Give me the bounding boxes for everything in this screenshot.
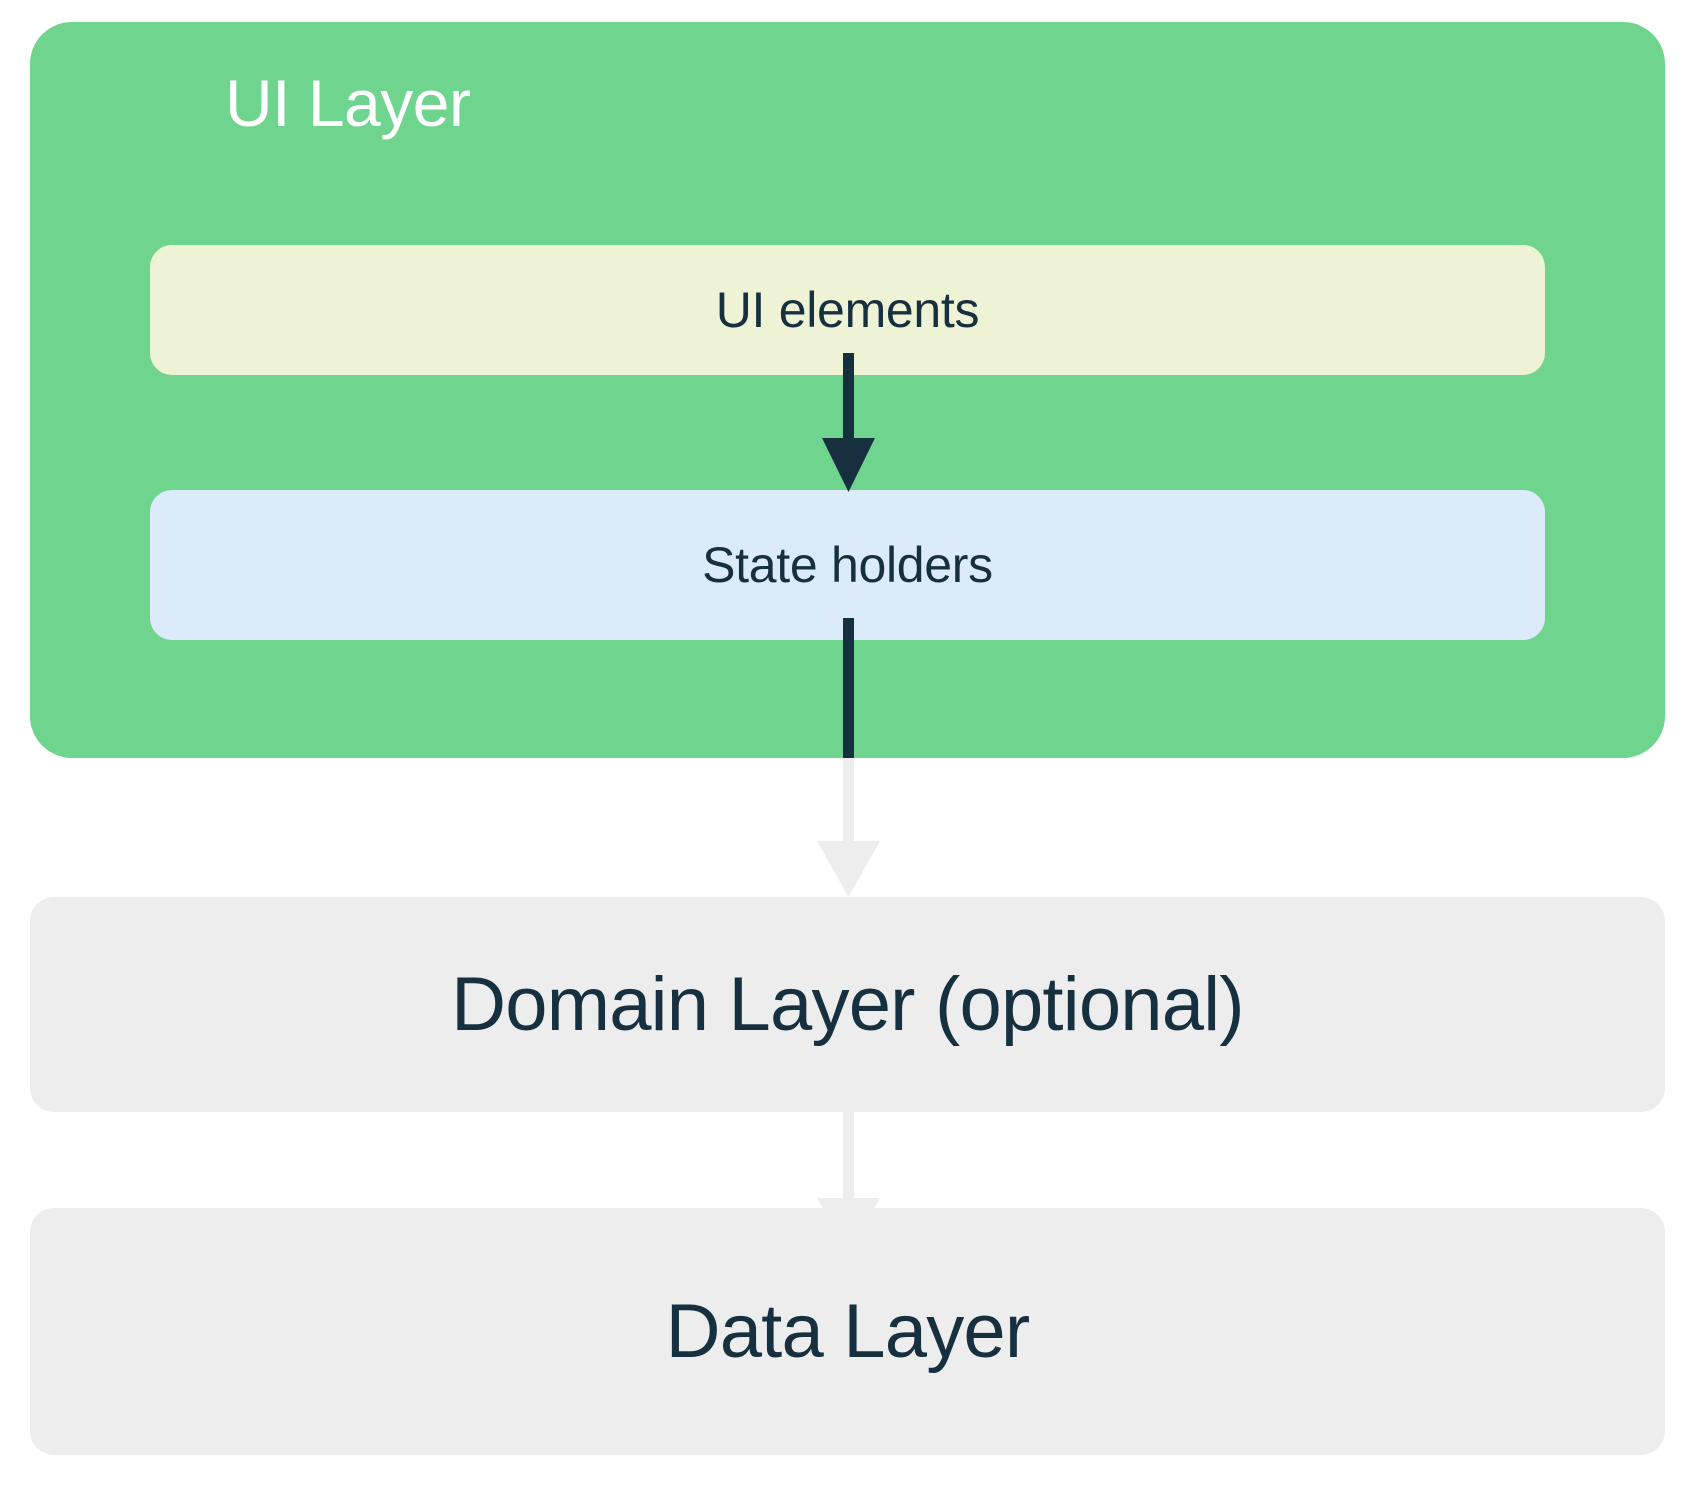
- ui-elements-box: UI elements: [150, 245, 1545, 375]
- data-layer-box: Data Layer: [30, 1208, 1665, 1455]
- data-layer-label: Data Layer: [665, 1288, 1031, 1374]
- domain-layer-box: Domain Layer (optional): [30, 897, 1665, 1112]
- ui-layer-container: UI Layer UI elements State holders: [30, 22, 1665, 758]
- ui-elements-label: UI elements: [715, 282, 980, 338]
- domain-layer-label: Domain Layer (optional): [451, 961, 1244, 1047]
- state-holders-label: State holders: [702, 537, 993, 593]
- state-holders-box: State holders: [150, 490, 1545, 640]
- ui-layer-title: UI Layer: [225, 66, 471, 140]
